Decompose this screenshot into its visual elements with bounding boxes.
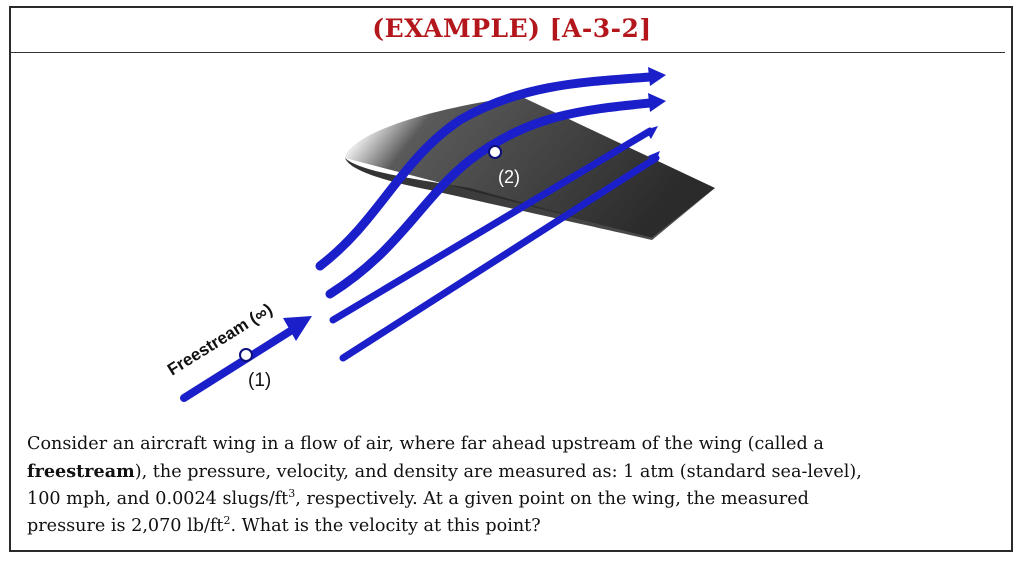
point-1-label: (1) — [248, 370, 271, 391]
wing-shape — [345, 96, 715, 240]
question-line-4-b: . What is the velocity at this point? — [230, 516, 541, 536]
streamline-1 — [315, 72, 655, 271]
freestream-arrowhead — [283, 316, 312, 341]
question-line-2: freestream), the pressure, velocity, and… — [27, 458, 1002, 486]
point-2-label: (2) — [498, 167, 520, 187]
streamline-1-arrowhead — [648, 67, 666, 86]
question-line-3: 100 mph, and 0.0024 slugs/ft3, respectiv… — [27, 486, 1002, 513]
streamline-2-arrowhead — [648, 93, 666, 112]
freestream-label: Freestream (∞) — [164, 300, 276, 380]
streamlines-curved — [315, 72, 655, 299]
freestream-term: freestream — [27, 461, 135, 482]
question-text: Consider an aircraft wing in a flow of a… — [27, 431, 1002, 540]
question-line-3-b: , respectively. At a given point on the … — [295, 489, 809, 509]
point-2-marker — [488, 145, 502, 159]
streamlines-straight — [329, 127, 660, 362]
title-divider — [11, 52, 1005, 53]
question-line-4-a: pressure is 2,070 lb/ft — [27, 516, 224, 536]
question-line-4: pressure is 2,070 lb/ft2. What is the ve… — [27, 513, 1002, 540]
slide-title: (EXAMPLE) [A-3-2] — [372, 14, 652, 43]
question-line-3-a: 100 mph, and 0.0024 slugs/ft — [27, 489, 289, 509]
point-1-marker — [239, 348, 253, 362]
question-line-2-rest: ), the pressure, velocity, and density a… — [134, 462, 862, 482]
squared-superscript: 2 — [223, 514, 231, 528]
streamline-4 — [339, 154, 660, 362]
freestream-arrow — [180, 326, 296, 402]
streamline-3-arrowhead — [645, 126, 658, 139]
streamline-2 — [325, 98, 655, 299]
streamline-3 — [329, 127, 654, 324]
question-line-1: Consider an aircraft wing in a flow of a… — [27, 434, 824, 454]
wing-flow-figure: (2) (1) Freestream (∞) — [164, 67, 715, 402]
cubed-superscript: 3 — [288, 487, 296, 501]
streamline-4-arrowhead — [648, 151, 660, 163]
